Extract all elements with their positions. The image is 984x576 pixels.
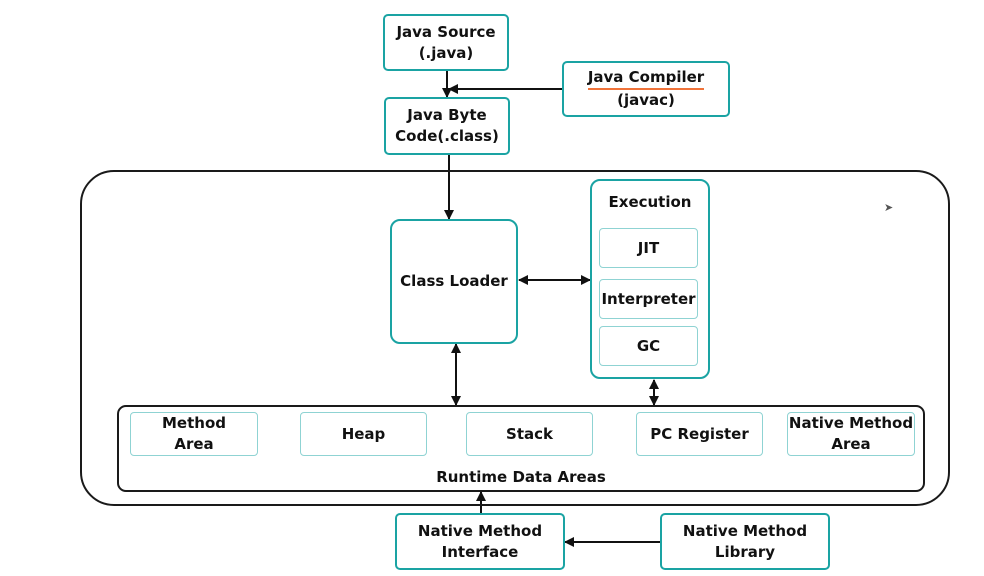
jvm-container (80, 170, 950, 506)
class-loader-label: Class Loader (400, 272, 508, 290)
native-interface-box: Native Method Interface (395, 513, 565, 570)
java-source-line-2: (.java) (418, 43, 474, 62)
jit-label: JIT (637, 238, 660, 257)
heap-label: Heap (341, 424, 386, 443)
mouse-cursor-icon: ➤ (884, 201, 894, 214)
native-library-box: Native Method Library (660, 513, 830, 570)
java-compiler-box: Java Compiler (javac) (562, 61, 730, 117)
native-interface-line-1: Native Method (417, 521, 543, 540)
method-area-line-2: Area (174, 435, 214, 453)
execution-title: Execution (608, 193, 692, 211)
byte-code-box: Java Byte Code(.class) (384, 97, 510, 155)
native-interface-line-2: Interface (441, 542, 519, 561)
java-source-box: Java Source (.java) (383, 14, 509, 71)
stack-label: Stack (506, 424, 553, 443)
byte-code-line-1: Java Byte (407, 106, 487, 124)
runtime-data-areas-label: Runtime Data Areas (436, 468, 606, 486)
runtime-area-heap: Heap (300, 412, 427, 456)
native-library-line-1: Native Method (682, 521, 808, 540)
interpreter-label: Interpreter (601, 289, 696, 308)
java-compiler-line-1: Java Compiler (587, 67, 705, 90)
runtime-area-method: Method Area (130, 412, 258, 456)
class-loader-box: Class Loader (390, 219, 518, 344)
byte-code-line-2: Code(.class) (395, 127, 499, 145)
execution-item-jit: JIT (599, 228, 698, 268)
pc-register-label: PC Register (650, 424, 749, 443)
native-library-line-2: Library (714, 542, 776, 561)
java-source-line-1: Java Source (396, 22, 496, 41)
native-method-area-line-1: Native Method (788, 414, 914, 432)
runtime-data-areas (117, 405, 925, 492)
runtime-area-pc-register: PC Register (636, 412, 763, 456)
runtime-area-native-method: Native Method Area (787, 412, 915, 456)
java-compiler-line-2: (javac) (617, 91, 675, 109)
method-area-line-1: Method (162, 414, 226, 432)
execution-item-interpreter: Interpreter (599, 279, 698, 319)
gc-label: GC (636, 336, 661, 355)
execution-item-gc: GC (599, 326, 698, 366)
runtime-area-stack: Stack (466, 412, 593, 456)
native-method-area-line-2: Area (831, 435, 871, 453)
